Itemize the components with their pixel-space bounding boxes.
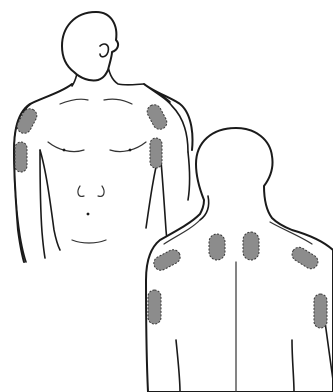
front-right-arm-outer-lower [188,152,190,200]
front-waist [72,240,106,243]
front-neck-right [108,62,144,85]
front-pectoral-right [110,142,146,152]
front-patch-upper-arm-left [15,142,27,172]
front-nipple-right [129,149,132,152]
front-nipple-left [63,149,66,152]
back-patch-shoulder-blade-left [209,234,225,260]
front-collarbone-right [104,99,132,104]
back-patch-upper-arm-left [148,290,161,324]
front-navel [87,213,90,216]
front-patch-upper-arm-right [150,138,162,168]
back-patch-shoulder-blade-right [243,232,259,260]
back-figure [146,128,333,392]
front-abdomen-right [98,186,104,196]
back-patch-upper-arm-right [314,294,327,328]
front-abdomen-left [78,186,84,196]
front-figure [14,12,193,262]
